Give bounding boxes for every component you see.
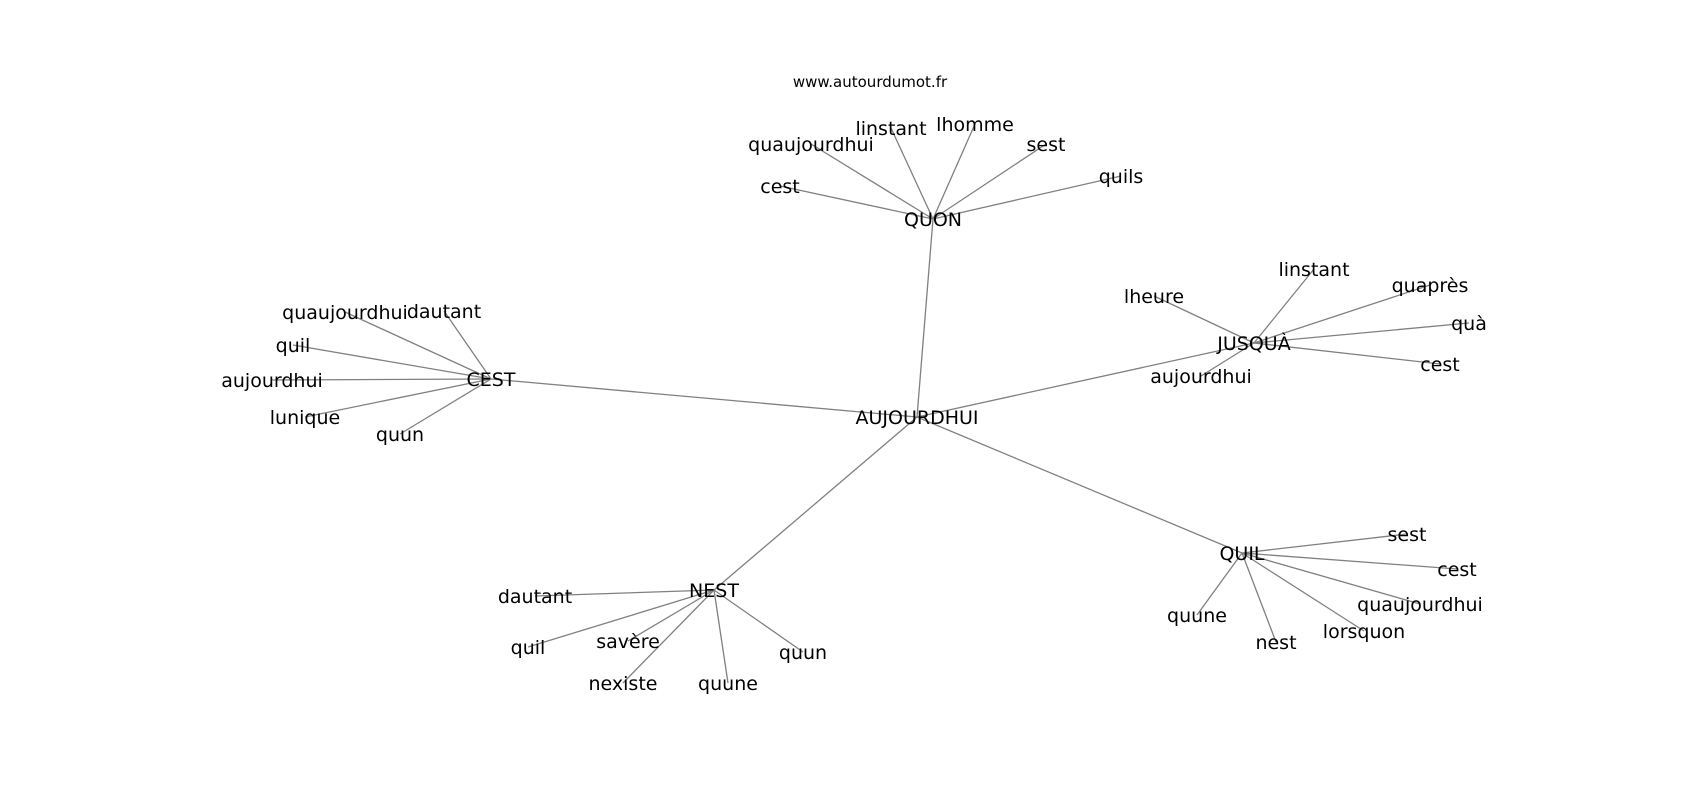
node-label-quaprès: quaprès bbox=[1392, 275, 1469, 297]
edge-quon-sest bbox=[932, 143, 1047, 220]
edge-nest-savère bbox=[627, 589, 715, 642]
node-label-lorsquon: lorsquon bbox=[1323, 621, 1405, 643]
node-label-sest: sest bbox=[1027, 134, 1066, 156]
edge-cest-quil bbox=[292, 344, 492, 380]
edge-jusquà-quà bbox=[1253, 322, 1470, 344]
node-label-lhomme: lhomme bbox=[936, 114, 1014, 136]
node-label-quun: quun bbox=[376, 424, 424, 446]
node-label-cest: cest bbox=[1420, 354, 1459, 376]
edges bbox=[271, 123, 1470, 684]
node-label-nexiste: nexiste bbox=[589, 673, 658, 695]
node-label-linstant: linstant bbox=[855, 118, 926, 140]
edge-jusquà-quaprès bbox=[1253, 284, 1431, 344]
edge-cest-dautant bbox=[443, 310, 492, 380]
node-label-quun: quun bbox=[779, 642, 827, 664]
edge-cest-quun bbox=[399, 378, 492, 435]
edge-quon-cest bbox=[779, 185, 934, 220]
node-label-dautant: dautant bbox=[407, 301, 481, 323]
hub-node-jusquà: JUSQUÀ bbox=[1216, 332, 1290, 355]
edge-center-jusquà bbox=[916, 342, 1255, 418]
node-label-aujourdhui: aujourdhui bbox=[221, 370, 323, 392]
node-label-sest: sest bbox=[1388, 524, 1427, 546]
node-label-quils: quils bbox=[1099, 166, 1144, 188]
edge-jusquà-cest bbox=[1253, 342, 1441, 365]
node-label-quune: quune bbox=[1167, 605, 1227, 627]
node-label-quà: quà bbox=[1451, 313, 1487, 335]
node-label-quil: quil bbox=[276, 335, 311, 357]
edge-center-nest bbox=[713, 416, 918, 591]
edge-quil-sest bbox=[1241, 533, 1408, 554]
hub-node-quil: QUIL bbox=[1219, 543, 1264, 565]
edge-nest-nexiste bbox=[622, 589, 715, 684]
edge-nest-quun bbox=[713, 589, 804, 653]
center-node: AUJOURDHUI bbox=[856, 407, 979, 429]
edge-quil-quaujourdhui bbox=[1241, 552, 1421, 605]
edge-jusquà-lheure bbox=[1153, 295, 1255, 344]
hub-node-quon: QUON bbox=[904, 209, 962, 231]
hub-node-cest: CEST bbox=[467, 369, 516, 391]
edge-quon-linstant bbox=[890, 127, 934, 220]
node-label-dautant: dautant bbox=[498, 586, 572, 608]
hub-node-nest: NEST bbox=[689, 580, 739, 602]
node-label-nest: nest bbox=[1255, 632, 1296, 654]
node-label-quaujourdhui: quaujourdhui bbox=[282, 302, 408, 324]
edge-jusquà-linstant bbox=[1253, 268, 1315, 344]
edge-quon-lhomme bbox=[932, 123, 976, 220]
edge-jusquà-aujourdhui bbox=[1200, 342, 1255, 377]
edge-quil-cest bbox=[1241, 552, 1458, 570]
node-label-quaujourdhui: quaujourdhui bbox=[748, 134, 874, 156]
site-title: www.autourdumot.fr bbox=[793, 73, 948, 91]
edge-center-quil bbox=[916, 416, 1243, 554]
node-label-cest: cest bbox=[1437, 559, 1476, 581]
edge-quon-quaujourdhui bbox=[810, 143, 934, 220]
edge-quil-lorsquon bbox=[1241, 552, 1365, 632]
node-label-quil: quil bbox=[511, 637, 546, 659]
node-label-aujourdhui: aujourdhui bbox=[1150, 366, 1252, 388]
node-label-quune: quune bbox=[698, 673, 758, 695]
edge-quil-nest bbox=[1241, 552, 1277, 643]
node-label-linstant: linstant bbox=[1278, 259, 1349, 281]
node-label-lunique: lunique bbox=[270, 407, 340, 429]
node-label-savère: savère bbox=[596, 631, 660, 653]
edge-cest-lunique bbox=[304, 378, 492, 418]
edge-center-cest bbox=[490, 378, 918, 418]
edge-nest-dautant bbox=[534, 589, 715, 597]
edge-nest-quune bbox=[713, 589, 729, 684]
edge-quil-quune bbox=[1196, 552, 1243, 616]
edge-center-quon bbox=[916, 218, 934, 418]
edge-cest-quaujourdhui bbox=[344, 311, 492, 380]
node-label-quaujourdhui: quaujourdhui bbox=[1357, 594, 1483, 616]
node-label-cest: cest bbox=[760, 176, 799, 198]
edge-cest-aujourdhui bbox=[271, 378, 492, 381]
edge-quon-quils bbox=[932, 175, 1122, 220]
edge-nest-quil bbox=[527, 589, 715, 648]
node-label-lheure: lheure bbox=[1124, 286, 1184, 308]
